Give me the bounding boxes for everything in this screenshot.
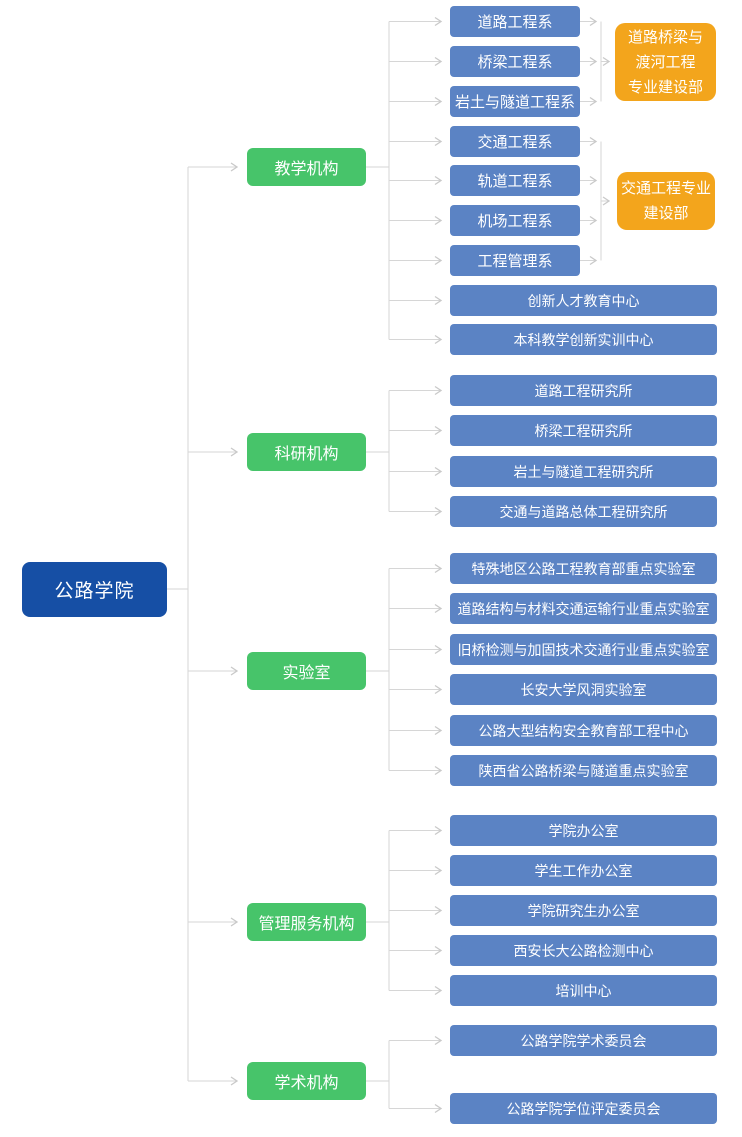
org-node-group-academic: 学术机构 [247, 1062, 366, 1100]
org-node-dept-traffic: 交通工程系 [450, 126, 580, 157]
org-node-lab-shaanxi-bridge-tunnel: 陕西省公路桥梁与隧道重点实验室 [450, 755, 717, 786]
program-unit-line: 渡河工程 [635, 53, 696, 71]
org-node-dept-engineering-management: 工程管理系 [450, 245, 580, 276]
org-node-center-xian-changda-testing: 西安长大公路检测中心 [450, 935, 717, 966]
org-node-center-large-structure-safety: 公路大型结构安全教育部工程中心 [450, 715, 717, 746]
org-node-center-undergrad-training: 本科教学创新实训中心 [450, 324, 717, 355]
org-node-center-innovation-talent: 创新人才教育中心 [450, 285, 717, 316]
org-node-unit-traffic-program: 交通工程专业 建设部 [617, 172, 715, 230]
org-node-root: 公路学院 [22, 562, 167, 617]
org-node-center-training: 培训中心 [450, 975, 717, 1006]
org-node-dept-airport: 机场工程系 [450, 205, 580, 236]
org-node-dept-geotech-tunnel: 岩土与隧道工程系 [450, 86, 580, 117]
program-unit-line: 建设部 [643, 205, 689, 222]
org-node-lab-road-structure: 道路结构与材料交通运输行业重点实验室 [450, 593, 717, 624]
org-node-dept-road: 道路工程系 [450, 6, 580, 37]
org-node-committee-academic: 公路学院学术委员会 [450, 1025, 717, 1056]
org-node-inst-geotech-tunnel: 岩土与隧道工程研究所 [450, 456, 717, 487]
org-node-inst-road: 道路工程研究所 [450, 375, 717, 406]
org-node-committee-degree: 公路学院学位评定委员会 [450, 1093, 717, 1124]
org-node-group-laboratory: 实验室 [247, 652, 366, 690]
org-node-office-student-affairs: 学生工作办公室 [450, 855, 717, 886]
program-unit-line: 交通工程专业 [620, 180, 711, 197]
org-node-lab-wind-tunnel: 长安大学风洞实验室 [450, 674, 717, 705]
org-node-dept-rail: 轨道工程系 [450, 165, 580, 196]
program-unit-line: 道路桥梁与 [627, 28, 703, 46]
program-unit-line: 专业建设部 [627, 78, 703, 96]
org-node-group-teaching: 教学机构 [247, 148, 366, 186]
org-node-office-graduate: 学院研究生办公室 [450, 895, 717, 926]
org-node-lab-special-region: 特殊地区公路工程教育部重点实验室 [450, 553, 717, 584]
org-node-group-research: 科研机构 [247, 433, 366, 471]
org-node-dept-bridge: 桥梁工程系 [450, 46, 580, 77]
org-node-group-management: 管理服务机构 [247, 903, 366, 941]
org-node-inst-traffic-road: 交通与道路总体工程研究所 [450, 496, 717, 527]
org-node-unit-road-bridge-program: 道路桥梁与 渡河工程 专业建设部 [615, 23, 716, 101]
org-node-office-college: 学院办公室 [450, 815, 717, 846]
org-node-lab-old-bridge: 旧桥检测与加固技术交通行业重点实验室 [450, 634, 717, 665]
org-node-inst-bridge: 桥梁工程研究所 [450, 415, 717, 446]
